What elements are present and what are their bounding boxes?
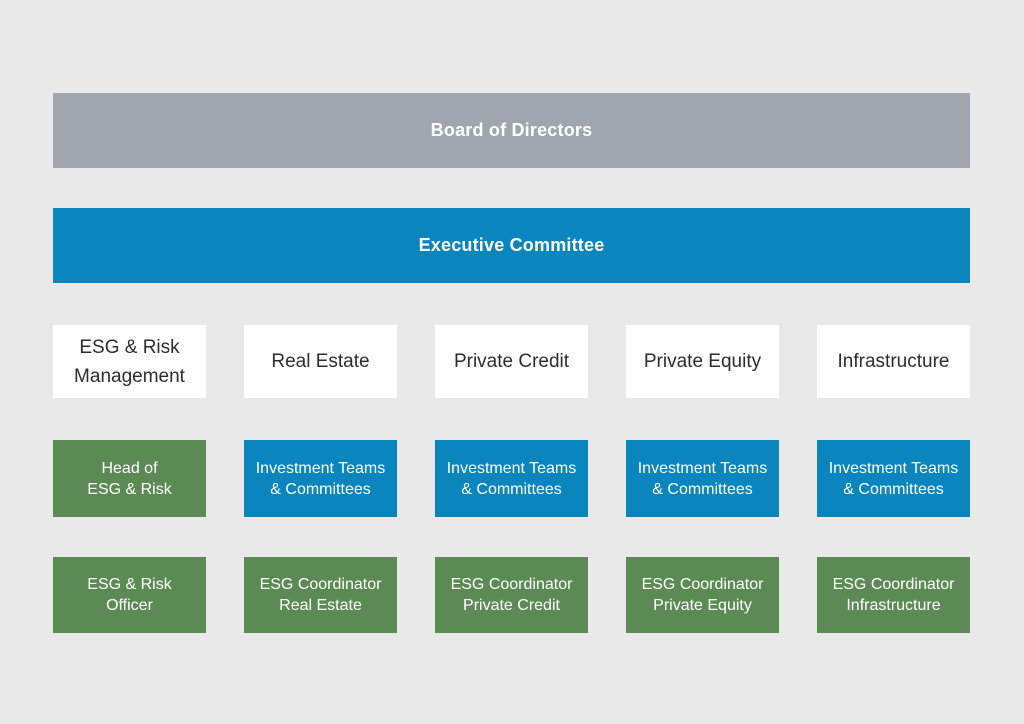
node-real-estate: Real Estate bbox=[244, 325, 397, 398]
node-label-line: & Committees bbox=[270, 480, 371, 498]
node-label-line: & Committees bbox=[461, 480, 562, 498]
node-label-line: ESG & Risk bbox=[87, 480, 172, 498]
node-label: Executive Committee bbox=[418, 235, 605, 255]
node-label-line: Real Estate bbox=[279, 597, 362, 614]
node-private-credit: Private Credit bbox=[435, 325, 588, 398]
node-label-line: Real Estate bbox=[271, 351, 370, 372]
node-label-line: ESG Coordinator bbox=[259, 576, 382, 593]
department-row: ESG & Risk Management Real Estate Privat… bbox=[53, 325, 970, 398]
node-label-line: Head of bbox=[101, 459, 158, 477]
node-board-of-directors: Board of Directors bbox=[53, 93, 970, 168]
node-infrastructure: Infrastructure bbox=[817, 325, 970, 398]
node-label-line: Investment Teams bbox=[446, 459, 577, 477]
node-label-line: ESG Coordinator bbox=[641, 576, 764, 593]
node-private-equity: Private Equity bbox=[626, 325, 779, 398]
node-label-line: Officer bbox=[106, 597, 153, 614]
node-label-line: Private Equity bbox=[653, 597, 752, 614]
node-investment-teams-private-credit: Investment Teams & Committees bbox=[435, 440, 588, 517]
node-esg-coordinator-infrastructure: ESG Coordinator Infrastructure bbox=[817, 557, 970, 633]
node-label-line: Investment Teams bbox=[637, 459, 768, 477]
node-label-line: Private Credit bbox=[463, 597, 560, 614]
node-label-line: Investment Teams bbox=[255, 459, 386, 477]
node-executive-committee: Executive Committee bbox=[53, 208, 970, 283]
node-investment-teams-infrastructure: Investment Teams & Committees bbox=[817, 440, 970, 517]
node-esg-coordinator-private-equity: ESG Coordinator Private Equity bbox=[626, 557, 779, 633]
node-esg-coordinator-real-estate: ESG Coordinator Real Estate bbox=[244, 557, 397, 633]
node-esg-risk-officer: ESG & Risk Officer bbox=[53, 557, 206, 633]
node-label-line: ESG Coordinator bbox=[450, 576, 573, 593]
node-label-line: & Committees bbox=[652, 480, 753, 498]
node-label-line: ESG & Risk bbox=[79, 336, 180, 358]
node-label-line: Private Credit bbox=[453, 351, 570, 372]
node-investment-teams-private-equity: Investment Teams & Committees bbox=[626, 440, 779, 517]
node-investment-teams-real-estate: Investment Teams & Committees bbox=[244, 440, 397, 517]
node-label: Board of Directors bbox=[430, 120, 593, 140]
node-label-line: Investment Teams bbox=[828, 459, 959, 477]
node-esg-risk-management: ESG & Risk Management bbox=[53, 325, 206, 398]
node-label-line: ESG Coordinator bbox=[832, 576, 955, 593]
node-label-line: Infrastructure bbox=[837, 351, 950, 372]
node-esg-coordinator-private-credit: ESG Coordinator Private Credit bbox=[435, 557, 588, 633]
node-label-line: Infrastructure bbox=[846, 597, 941, 614]
node-label-line: Management bbox=[74, 365, 185, 387]
node-label-line: ESG & Risk bbox=[87, 576, 172, 593]
node-head-of-esg-risk: Head of ESG & Risk bbox=[53, 440, 206, 517]
node-label-line: & Committees bbox=[843, 480, 944, 498]
coordinators-row: ESG & Risk Officer ESG Coordinator Real … bbox=[53, 557, 970, 633]
teams-row: Head of ESG & Risk Investment Teams & Co… bbox=[53, 440, 970, 517]
node-label-line: Private Equity bbox=[643, 351, 762, 372]
